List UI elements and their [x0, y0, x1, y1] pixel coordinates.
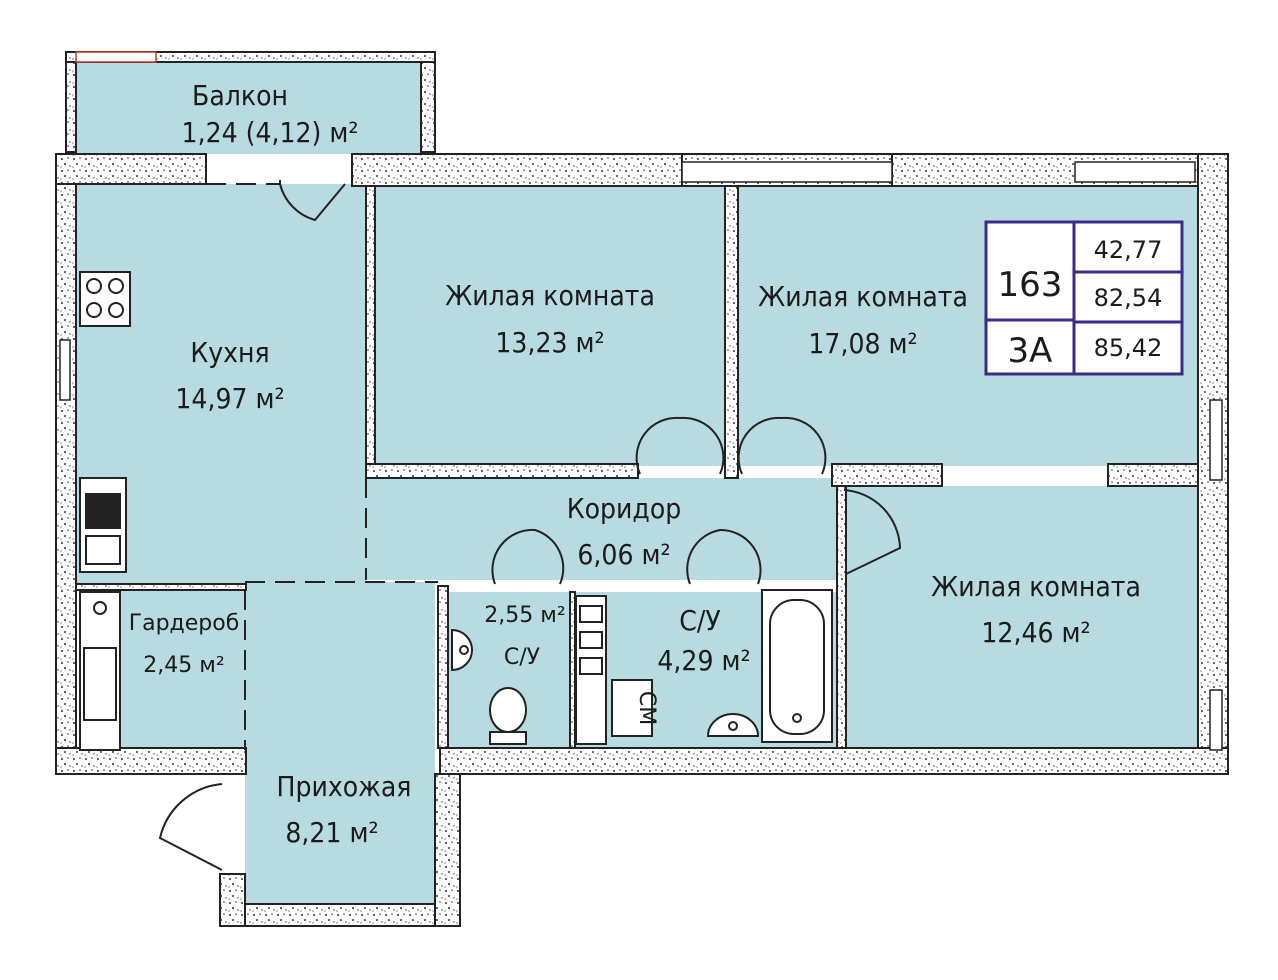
wall-right	[1197, 153, 1229, 775]
wall-bottom-right	[439, 747, 1229, 775]
window-living2	[681, 161, 893, 183]
bath-small-area: 2,55 м²	[484, 603, 565, 628]
fixtures	[79, 271, 833, 751]
corridor-name: Коридор	[567, 492, 681, 525]
wardrobe-area: 2,45 м²	[143, 653, 224, 678]
bath-big-name: С/У	[679, 604, 720, 637]
doors	[158, 180, 902, 871]
wall-balcony-left	[65, 51, 77, 153]
wall-living1-living2	[724, 185, 739, 479]
window-right1	[1209, 399, 1223, 481]
stove-icon	[79, 271, 131, 327]
kitchen-area: 14,97 м²	[175, 382, 284, 415]
wall-kitchen-living1	[365, 185, 376, 479]
wall-living2-bottom-a	[831, 463, 943, 487]
wardrobe-name: Гардероб	[129, 611, 240, 636]
balcony-area: 1,24 (4,12) м²	[182, 116, 359, 149]
room-labels: Балкон 1,24 (4,12) м² Кухня 14,97 м² Жил…	[129, 79, 1141, 849]
room-floors	[76, 62, 1198, 904]
living2-area: 17,08 м²	[808, 327, 917, 360]
hallway-floor	[245, 582, 435, 904]
wall-living3-left	[836, 485, 847, 749]
living1-area: 13,23 м²	[495, 326, 604, 359]
washer-label: СМ	[634, 691, 659, 725]
wall-top-left	[55, 153, 207, 185]
window-kitchen	[59, 339, 71, 401]
kitchen-sink-icon	[79, 477, 127, 573]
door-bath-big	[686, 528, 762, 585]
living3-name: Жилая комната	[931, 570, 1141, 603]
bath-big-area: 4,29 м²	[657, 644, 750, 677]
living1-name: Жилая комната	[445, 279, 655, 312]
kitchen-name: Кухня	[190, 336, 269, 369]
apartment-type: 3А	[1008, 331, 1053, 371]
living3-area: 12,46 м²	[981, 616, 1090, 649]
wall-balcony-right	[420, 51, 436, 153]
hallway-area: 8,21 м²	[285, 816, 378, 849]
bath-small-name: С/У	[504, 645, 541, 670]
wall-hallway-left	[219, 873, 246, 927]
living2-name: Жилая комната	[758, 280, 968, 313]
living-area: 42,77	[1094, 236, 1163, 264]
wall-left	[55, 183, 77, 775]
door-living2	[737, 416, 827, 475]
window-living2b	[1074, 161, 1196, 183]
wall-bottom-left	[55, 747, 247, 775]
wall-bath-divider	[569, 591, 576, 749]
balcony-floor	[76, 62, 421, 154]
total-area: 82,54	[1094, 284, 1163, 312]
toilet-icon	[489, 687, 527, 745]
door-living1	[635, 416, 725, 475]
wall-top-mid	[351, 153, 683, 187]
zone-lines	[206, 183, 438, 750]
door-entrance	[158, 783, 223, 871]
small-sink-icon	[451, 628, 474, 672]
balcony-name: Балкон	[192, 79, 288, 112]
shelf-icon	[575, 595, 607, 745]
living3-floor	[846, 486, 1198, 748]
door-living3	[843, 489, 902, 575]
window-balcony-door	[75, 51, 157, 63]
bathtub-icon	[761, 589, 833, 743]
wall-hallway-right	[434, 773, 461, 927]
wall-bath-left	[437, 585, 449, 749]
hallway-name: Прихожая	[277, 770, 412, 803]
info-box: 163 3А 42,77 82,54 85,42	[984, 220, 1184, 376]
wall-wardrobe-top	[75, 583, 247, 591]
door-bath-small	[491, 528, 565, 585]
wall-hallway-bottom	[219, 903, 461, 927]
wall-balcony-top	[65, 51, 436, 63]
wardrobe-washer-icon	[79, 591, 121, 751]
total-with-balcony: 85,42	[1094, 334, 1163, 362]
wall-living2-bottom-b	[1107, 463, 1199, 487]
wall-living1-bottom	[365, 463, 639, 479]
apartment-number: 163	[998, 265, 1063, 305]
washer-icon	[611, 679, 653, 737]
corridor-area: 6,06 м²	[577, 538, 670, 571]
windows	[59, 51, 1223, 751]
window-right2	[1209, 689, 1223, 751]
bath-sink-icon	[706, 713, 760, 737]
